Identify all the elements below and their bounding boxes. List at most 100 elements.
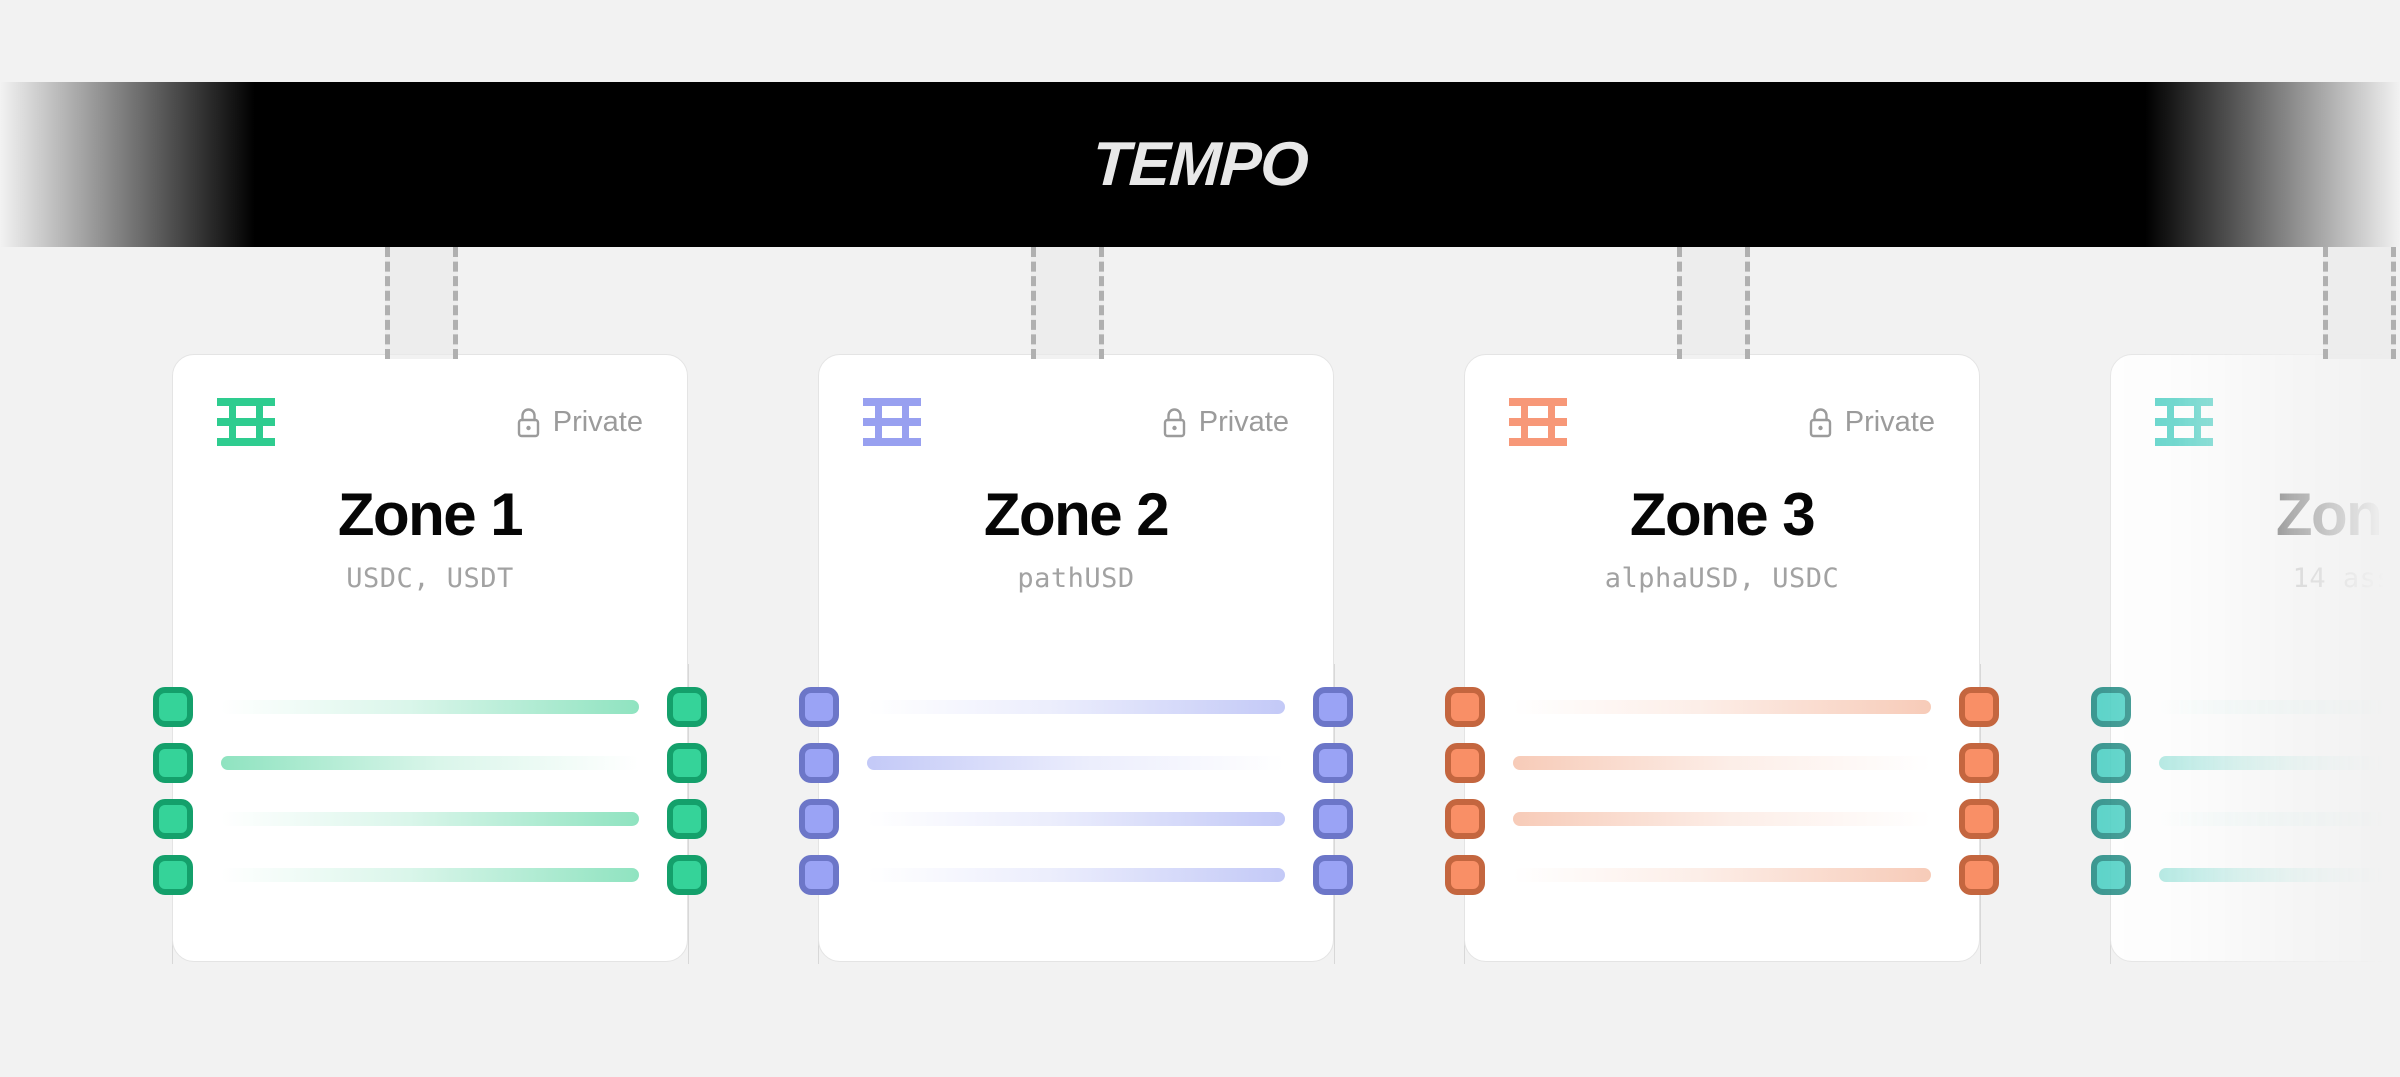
flow-track	[1513, 700, 1931, 714]
zone-row[interactable]	[2091, 679, 2400, 735]
zone-row[interactable]	[799, 735, 1353, 791]
flow-track	[867, 868, 1285, 882]
connector-dash-left	[385, 247, 390, 359]
connector-band	[1677, 247, 1750, 359]
flow-track	[2159, 700, 2400, 714]
connector-dash-left	[2323, 247, 2328, 359]
connector-3	[1677, 247, 1750, 359]
zone-title: Zone 4	[2275, 481, 2400, 548]
node-right[interactable]	[667, 799, 707, 839]
node-left[interactable]	[153, 687, 193, 727]
zone-icon-wrap	[217, 398, 275, 446]
zone-row[interactable]	[1445, 735, 1999, 791]
connector-2	[1031, 247, 1104, 359]
zone-rows	[799, 679, 1353, 903]
node-right[interactable]	[1959, 855, 1999, 895]
node-right[interactable]	[1313, 799, 1353, 839]
node-right[interactable]	[1959, 687, 1999, 727]
zone-row[interactable]	[2091, 847, 2400, 903]
card-header: Private	[819, 398, 1333, 446]
zone-stack-icon	[2155, 398, 2213, 446]
lock-icon	[1809, 407, 1831, 437]
node-right[interactable]	[1313, 687, 1353, 727]
connector-dash-right	[2391, 247, 2396, 359]
node-left[interactable]	[1445, 855, 1485, 895]
node-left[interactable]	[799, 799, 839, 839]
zone-row[interactable]	[799, 679, 1353, 735]
zone-row[interactable]	[153, 735, 707, 791]
privacy-badge: Private	[515, 406, 643, 439]
zone-rows	[2091, 679, 2400, 903]
node-right[interactable]	[667, 743, 707, 783]
flow-track	[867, 756, 1285, 770]
node-left[interactable]	[2091, 855, 2131, 895]
node-left[interactable]	[153, 855, 193, 895]
flow-track	[867, 812, 1285, 826]
top-banner: TEMPO	[0, 82, 2400, 247]
node-left[interactable]	[153, 799, 193, 839]
node-left[interactable]	[1445, 743, 1485, 783]
flow-track	[1513, 756, 1931, 770]
flow-track	[221, 812, 639, 826]
zone-row[interactable]	[1445, 847, 1999, 903]
connector-dash-right	[1745, 247, 1750, 359]
zone-assets: alphaUSD, USDC	[1604, 563, 1840, 594]
zone-title: Zone 2	[983, 481, 1170, 548]
zone-row[interactable]	[799, 791, 1353, 847]
privacy-label: Private	[552, 405, 643, 438]
zone-rows	[153, 679, 707, 903]
zone-assets: USDC, USDT	[346, 563, 514, 594]
zone-row[interactable]	[799, 847, 1353, 903]
connector-4	[2323, 247, 2396, 359]
card-header	[2111, 398, 2400, 446]
node-right[interactable]	[1313, 855, 1353, 895]
flow-track	[1513, 868, 1931, 882]
flow-track	[2159, 812, 2400, 826]
zone-title: Zone 3	[1629, 481, 1816, 548]
zone-row[interactable]	[153, 679, 707, 735]
card-header: Private	[1465, 398, 1979, 446]
flow-track	[221, 700, 639, 714]
zone-rows	[1445, 679, 1999, 903]
zone-stack-icon	[863, 398, 921, 446]
connector-dash-right	[1099, 247, 1104, 359]
node-right[interactable]	[1959, 743, 1999, 783]
node-left[interactable]	[799, 687, 839, 727]
zone-assets: 14 assets	[2292, 563, 2400, 594]
node-left[interactable]	[799, 855, 839, 895]
zone-row[interactable]	[1445, 791, 1999, 847]
zone-icon-wrap	[2155, 398, 2213, 446]
zone-row[interactable]	[153, 791, 707, 847]
zone-assets: pathUSD	[1017, 563, 1135, 594]
connector-1	[385, 247, 458, 359]
tempo-logo: TEMPO	[1090, 130, 1310, 199]
lock-icon	[1163, 407, 1185, 437]
node-left[interactable]	[799, 743, 839, 783]
node-right[interactable]	[667, 687, 707, 727]
zone-card-4-fade-wrapper: Zone 4 14 assets	[2085, 354, 2400, 962]
node-left[interactable]	[2091, 743, 2131, 783]
flow-track	[221, 868, 639, 882]
node-left[interactable]	[1445, 799, 1485, 839]
node-left[interactable]	[2091, 687, 2131, 727]
zone-row[interactable]	[2091, 791, 2400, 847]
flow-track	[1513, 812, 1931, 826]
node-right[interactable]	[667, 855, 707, 895]
zone-row[interactable]	[1445, 679, 1999, 735]
zone-row[interactable]	[2091, 735, 2400, 791]
zone-title: Zone 1	[337, 481, 524, 548]
node-left[interactable]	[2091, 799, 2131, 839]
zone-icon-wrap	[1509, 398, 1567, 446]
node-left[interactable]	[153, 743, 193, 783]
privacy-label: Private	[1844, 405, 1935, 438]
zone-icon-wrap	[863, 398, 921, 446]
node-right[interactable]	[1959, 799, 1999, 839]
zone-card-4[interactable]: Zone 4 14 assets	[2091, 354, 2400, 962]
node-left[interactable]	[1445, 687, 1485, 727]
zone-row[interactable]	[153, 847, 707, 903]
privacy-label: Private	[1198, 405, 1289, 438]
node-right[interactable]	[1313, 743, 1353, 783]
